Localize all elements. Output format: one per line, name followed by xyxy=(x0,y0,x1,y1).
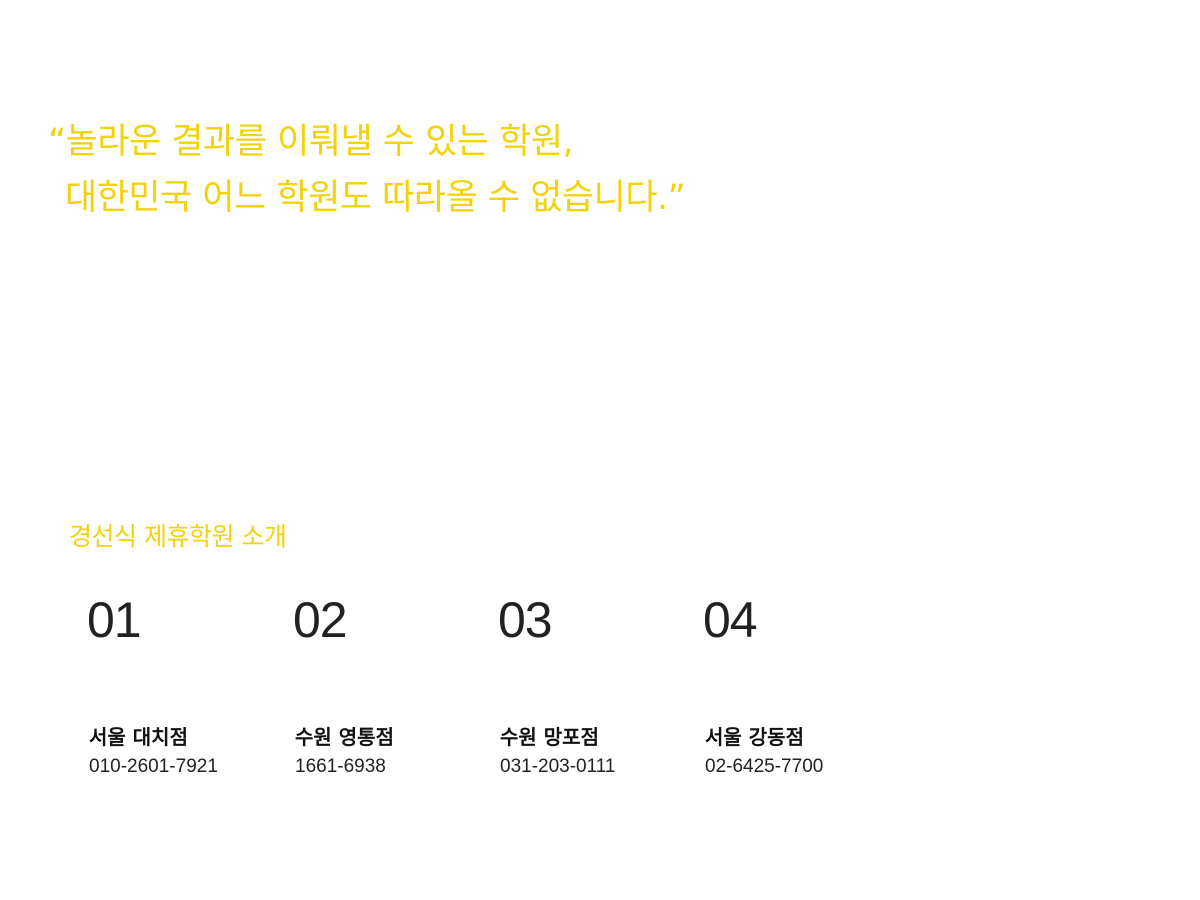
branch-number: 02 xyxy=(293,592,348,648)
branch-number: 01 xyxy=(87,592,142,648)
branch-item-daechi: 01 서울 대치점 010-2601-7921 xyxy=(87,592,289,792)
branch-item-yeongtong: 02 수원 영통점 1661-6938 xyxy=(293,592,495,792)
section-title: 경선식 제휴학원 소개 xyxy=(69,522,287,551)
branch-name: 서울 강동점 xyxy=(705,725,804,749)
quote-line-2: 대한민국 어느 학원도 따라올 수 없습니다.” xyxy=(65,178,686,218)
quote-line-1: “놀라운 결과를 이뤄낼 수 있는 학원, xyxy=(48,122,574,162)
branch-phone[interactable]: 1661-6938 xyxy=(295,756,386,777)
branch-number: 04 xyxy=(703,592,758,648)
branch-number: 03 xyxy=(498,592,553,648)
hero-quote: “놀라운 결과를 이뤄낼 수 있는 학원, 대한민국 어느 학원도 따라올 수 … xyxy=(48,114,1048,226)
branch-phone[interactable]: 02-6425-7700 xyxy=(705,756,824,777)
branch-item-mangpo: 03 수원 망포점 031-203-0111 xyxy=(498,592,700,792)
branch-phone[interactable]: 010-2601-7921 xyxy=(89,756,218,777)
branch-phone[interactable]: 031-203-0111 xyxy=(500,756,616,777)
branch-item-gangdong: 04 서울 강동점 02-6425-7700 xyxy=(703,592,905,792)
branch-list: 01 서울 대치점 010-2601-7921 02 수원 영통점 1661-6… xyxy=(87,592,1089,792)
branch-name: 수원 망포점 xyxy=(500,725,599,749)
branch-name: 수원 영통점 xyxy=(295,725,394,749)
branch-name: 서울 대치점 xyxy=(89,725,188,749)
